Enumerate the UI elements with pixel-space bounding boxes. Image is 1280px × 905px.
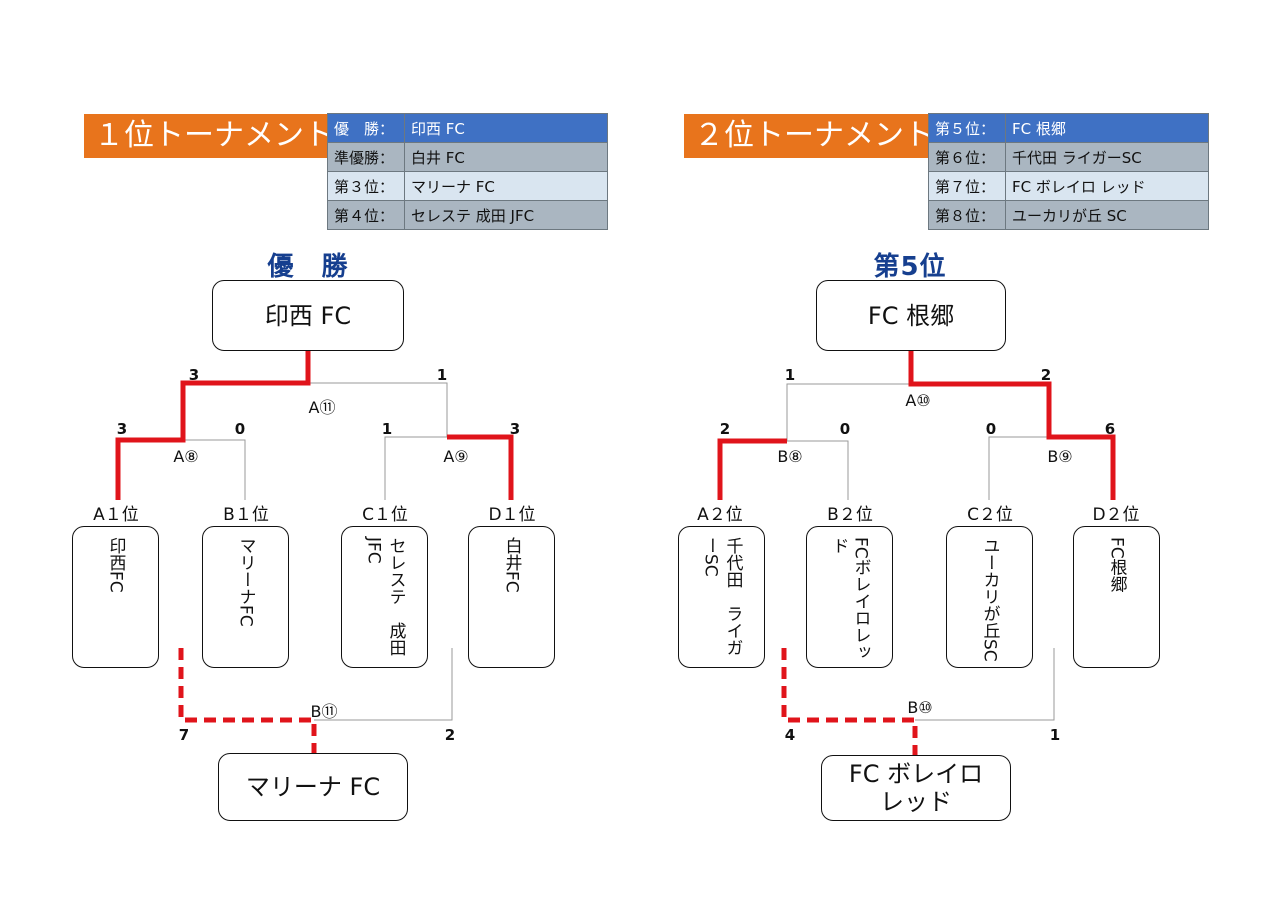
winner-box-2nd: FC 根郷 — [816, 280, 1006, 351]
bracket-line — [988, 436, 1049, 500]
score: 1 — [784, 366, 796, 384]
rank-team: ユーカリが丘 SC — [1005, 200, 1209, 230]
rank-label: 第８位： — [928, 200, 1006, 230]
seed-position: D１位 — [488, 505, 536, 525]
team-box: セレステ 成田JFC — [341, 526, 428, 668]
rank-team: 印西 FC — [404, 113, 608, 143]
team-name: 千代田 ライガーSC — [700, 537, 743, 656]
seed-position: A１位 — [93, 505, 139, 525]
rank-team: FC 根郷 — [1005, 113, 1209, 143]
team-name: 印西FC — [105, 537, 126, 593]
score: 6 — [1104, 420, 1116, 438]
rank-team: マリーナ FC — [404, 171, 608, 201]
score: 1 — [436, 366, 448, 384]
bracket-line — [787, 440, 849, 500]
results-row: 第７位：FC ボレイロ レッド — [928, 171, 1209, 201]
match-label: A⑨ — [443, 447, 469, 466]
seventh-place-box-2nd: FC ボレイロ レッド — [821, 755, 1011, 821]
team-name: マリーナFC — [235, 537, 256, 627]
results-row: 第４位：セレステ 成田 JFC — [327, 200, 608, 230]
results-row: 第６位：千代田 ライガーSC — [928, 142, 1209, 172]
seed-position: A２位 — [697, 505, 743, 525]
score: 2 — [719, 420, 731, 438]
bracket-line — [915, 648, 1055, 721]
score: 7 — [178, 726, 190, 744]
score: 0 — [234, 420, 246, 438]
bracket-line — [786, 383, 911, 441]
team-box: FCボレイロレッド — [806, 526, 893, 668]
score: 1 — [1049, 726, 1061, 744]
team-name: セレステ 成田JFC — [363, 537, 406, 656]
team-box: 千代田 ライガーSC — [678, 526, 765, 668]
score: 3 — [188, 366, 200, 384]
winner-path — [908, 351, 1116, 500]
team-name: ユーカリが丘SC — [979, 537, 1000, 662]
seventh-place-path — [781, 648, 918, 755]
match-label: B⑧ — [777, 447, 803, 466]
score: 0 — [985, 420, 997, 438]
match-label: B⑩ — [907, 698, 933, 717]
tournament-banner-1st: １位トーナメント — [84, 114, 344, 158]
rank-team: 白井 FC — [404, 142, 608, 172]
results-table-1st: 優 勝：印西 FC 準優勝：白井 FC 第３位：マリーナ FC 第４位：セレステ… — [327, 113, 608, 230]
bracket-heading-1st: 優 勝 — [267, 252, 349, 282]
score: 2 — [444, 726, 456, 744]
winner-path — [115, 351, 311, 500]
rank-label: 優 勝： — [327, 113, 405, 143]
team-name: FCボレイロレッド — [828, 537, 871, 661]
team-box: 印西FC — [72, 526, 159, 668]
results-table-2nd: 第５位：FC 根郷 第６位：千代田 ライガーSC 第７位：FC ボレイロ レッド… — [928, 113, 1209, 230]
score: 2 — [1040, 366, 1052, 384]
match-label: B⑪ — [310, 702, 338, 721]
score: 3 — [116, 420, 128, 438]
rank-label: 第６位： — [928, 142, 1006, 172]
winner-box-1st: 印西 FC — [212, 280, 404, 351]
team-box: 白井FC — [468, 526, 555, 668]
rank-label: 準優勝： — [327, 142, 405, 172]
seed-position: B２位 — [827, 505, 873, 525]
team-box: FC根郷 — [1073, 526, 1160, 668]
third-place-path — [178, 648, 317, 753]
tournament-banner-2nd: ２位トーナメント — [684, 114, 944, 158]
winner-path — [717, 438, 787, 500]
results-row: 優 勝：印西 FC — [327, 113, 608, 143]
bracket-heading-2nd: 第5位 — [873, 252, 947, 282]
match-label: A⑩ — [905, 391, 931, 410]
score: 3 — [509, 420, 521, 438]
score: 1 — [381, 420, 393, 438]
results-row: 第５位：FC 根郷 — [928, 113, 1209, 143]
match-label: A⑪ — [308, 398, 336, 417]
team-box: ユーカリが丘SC — [946, 526, 1033, 668]
bracket-line — [314, 648, 453, 721]
rank-team: 千代田 ライガーSC — [1005, 142, 1209, 172]
bracket-line — [308, 382, 448, 437]
results-row: 第８位：ユーカリが丘 SC — [928, 200, 1209, 230]
seed-position: C２位 — [967, 505, 1013, 525]
results-row: 第３位：マリーナ FC — [327, 171, 608, 201]
rank-label: 第５位： — [928, 113, 1006, 143]
bracket-line — [384, 436, 447, 500]
rank-team: セレステ 成田 JFC — [404, 200, 608, 230]
seed-position: C１位 — [362, 505, 408, 525]
team-box: マリーナFC — [202, 526, 289, 668]
seed-position: B１位 — [223, 505, 269, 525]
seed-position: D２位 — [1092, 505, 1140, 525]
results-row: 準優勝：白井 FC — [327, 142, 608, 172]
rank-label: 第４位： — [327, 200, 405, 230]
rank-label: 第３位： — [327, 171, 405, 201]
match-label: B⑨ — [1047, 447, 1073, 466]
rank-label: 第７位： — [928, 171, 1006, 201]
score: 4 — [784, 726, 796, 744]
bracket-line — [183, 439, 246, 500]
match-label: A⑧ — [173, 447, 199, 466]
team-name: FC根郷 — [1106, 537, 1127, 593]
score: 0 — [839, 420, 851, 438]
team-name: 白井FC — [501, 537, 522, 593]
winner-path — [447, 434, 514, 500]
third-place-box-1st: マリーナ FC — [218, 753, 408, 821]
